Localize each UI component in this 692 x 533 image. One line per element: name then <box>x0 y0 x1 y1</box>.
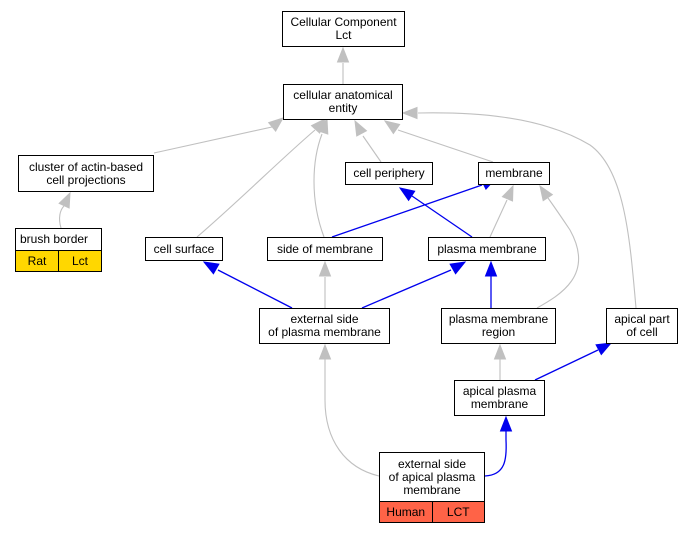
node-apical-part-of-cell[interactable]: apical part of cell <box>606 308 678 344</box>
annotation-row: Human LCT <box>380 501 484 522</box>
edge-plasma-membrane-to-membrane <box>489 184 514 238</box>
edge-apical-plasma-membrane-to-apical-part <box>534 342 613 381</box>
species-cell: Human <box>380 502 432 522</box>
edge-cell-periphery-to-cellular-anatomical-entity <box>354 119 382 163</box>
edge-external-side-pm-to-plasma-membrane <box>361 261 467 309</box>
arrowhead <box>449 261 467 275</box>
node-label: external side of apical plasma membrane <box>388 456 476 497</box>
node-external-side-of-apical-plasma-membrane[interactable]: external side of apical plasma membrane … <box>379 452 485 523</box>
edge-apical-plasma-membrane-to-plasma-membrane-region <box>493 343 507 380</box>
edge-side-of-membrane-to-membrane <box>331 177 498 238</box>
edge-membrane-to-cellular-anatomical-entity <box>383 120 494 163</box>
arrowhead <box>499 415 513 432</box>
arrowhead <box>267 117 285 133</box>
node-cellular-anatomical-entity[interactable]: cellular anatomical entity <box>283 84 403 120</box>
node-label: cluster of actin-based cell projections <box>28 159 144 187</box>
arrowhead <box>316 117 329 135</box>
node-side-of-membrane[interactable]: side of membrane <box>267 237 383 261</box>
arrowhead <box>318 343 332 360</box>
node-external-side-of-plasma-membrane[interactable]: external side of plasma membrane <box>259 308 390 344</box>
node-label: apical plasma membrane <box>462 384 537 411</box>
arrowhead <box>484 260 498 277</box>
edge-plasma-membrane-region-to-membrane <box>536 184 580 309</box>
arrowhead <box>539 184 554 202</box>
node-cell-surface[interactable]: cell surface <box>145 237 223 261</box>
node-plasma-membrane[interactable]: plasma membrane <box>428 237 546 261</box>
arrowhead <box>336 46 350 63</box>
node-label: external side of plasma membrane <box>268 312 381 339</box>
node-label: plasma membrane region <box>448 312 549 339</box>
arrowhead <box>398 187 416 202</box>
edge-external-side-apical-to-apical-plasma-membrane <box>484 415 513 477</box>
edge-apical-part-to-cellular-anatomical-entity <box>401 106 637 309</box>
node-label: side of membrane <box>276 241 374 256</box>
gene-cell: LCT <box>431 502 484 522</box>
arrowhead <box>595 342 613 356</box>
edge-plasma-membrane-to-cell-periphery <box>398 187 473 238</box>
edge-external-side-pm-to-cell-surface <box>202 261 293 309</box>
edge-brush-border-to-cluster-actin <box>58 191 71 229</box>
arrowhead <box>493 343 507 360</box>
node-brush-border[interactable]: brush border Rat Lct <box>15 228 102 272</box>
arrowhead <box>501 184 514 202</box>
arrowhead <box>202 261 220 275</box>
node-cluster-of-actin-based-cell-projections[interactable]: cluster of actin-based cell projections <box>18 155 154 192</box>
node-label: apical part of cell <box>614 312 670 339</box>
node-label: cell surface <box>153 241 215 256</box>
arrowhead <box>58 191 71 209</box>
node-label: cellular anatomical entity <box>293 88 393 115</box>
node-membrane[interactable]: membrane <box>478 162 550 185</box>
node-apical-plasma-membrane[interactable]: apical plasma membrane <box>454 380 545 416</box>
edge-cell-surface-to-cellular-anatomical-entity <box>196 117 326 238</box>
edge-side-of-membrane-to-cellular-anatomical-entity <box>313 117 329 238</box>
species-cell: Rat <box>16 251 58 271</box>
node-cell-periphery[interactable]: cell periphery <box>345 162 433 185</box>
edge-external-side-apical-to-external-side-pm <box>318 343 380 477</box>
node-plasma-membrane-region[interactable]: plasma membrane region <box>441 308 556 344</box>
node-cellular-component[interactable]: Cellular Component Lct <box>282 11 405 47</box>
arrowhead <box>383 120 401 135</box>
edge-cluster-actin-to-cellular-anatomical-entity <box>153 117 285 154</box>
node-label: plasma membrane <box>437 241 537 256</box>
arrowhead <box>354 119 368 137</box>
edge-plasma-membrane-region-to-plasma-membrane <box>484 260 498 308</box>
node-label: cell periphery <box>353 166 425 180</box>
edge-cellular-anatomical-entity-to-cellular-component <box>336 46 350 84</box>
arrowhead <box>318 260 332 277</box>
edge-external-side-pm-to-side-of-membrane <box>318 260 332 308</box>
annotation-row: Rat Lct <box>16 250 101 271</box>
node-label: brush border <box>20 232 89 246</box>
node-label: membrane <box>485 166 543 180</box>
arrowhead <box>401 106 418 120</box>
gene-cell: Lct <box>58 251 101 271</box>
node-label: Cellular Component Lct <box>290 15 397 42</box>
